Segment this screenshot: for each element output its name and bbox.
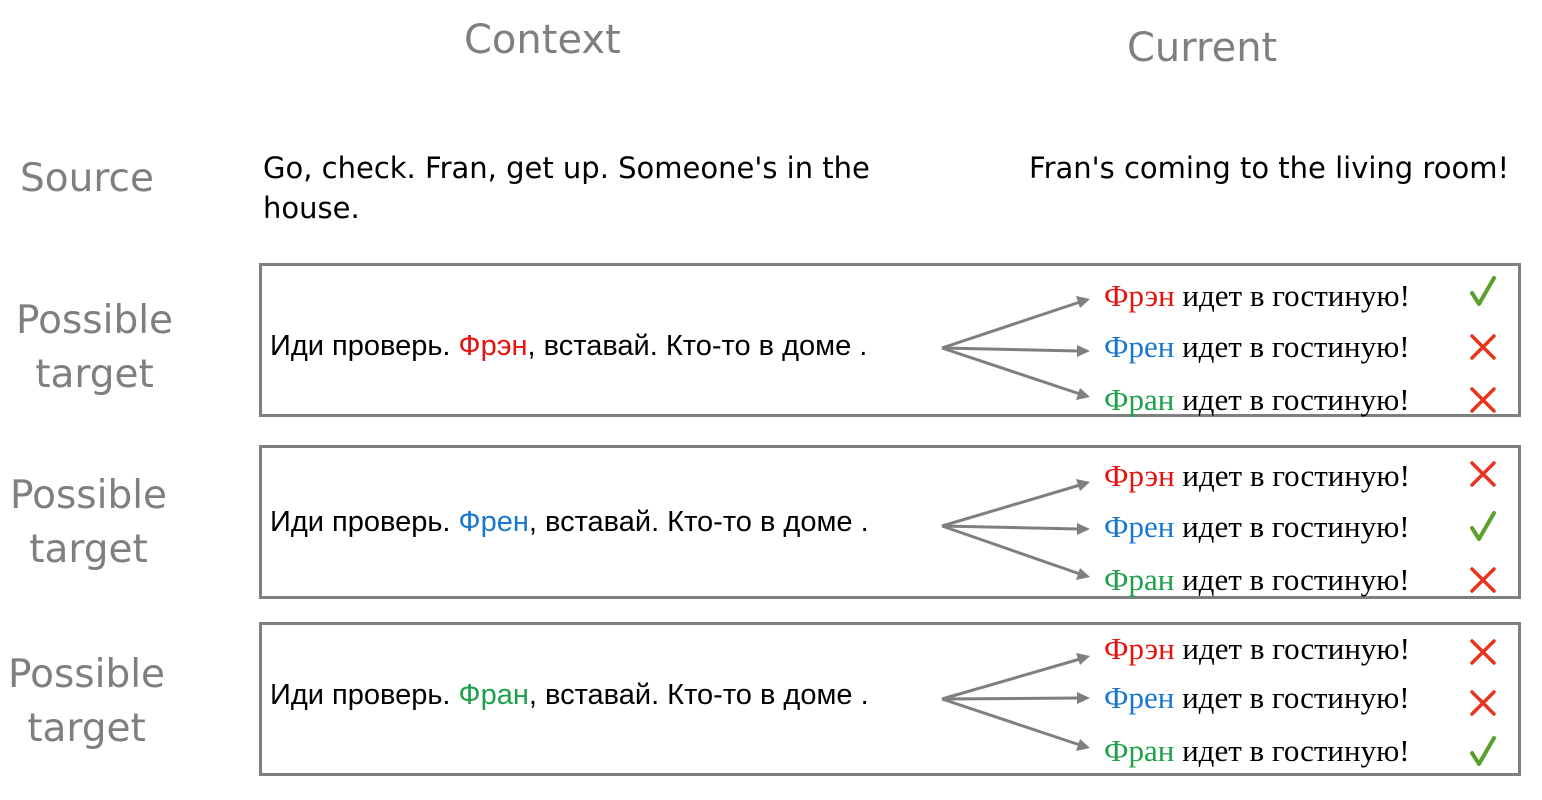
arrow-to-candidate-1 — [941, 479, 1090, 528]
cross-icon — [1470, 639, 1496, 665]
target-box: Иди проверь. Френ, вставай. Кто-то в дом… — [259, 445, 1521, 599]
cross-icon — [1470, 461, 1496, 487]
cross-icon — [1470, 387, 1496, 413]
candidate-2: Френ идет в гостиную! — [1104, 680, 1410, 716]
cross-icon — [1470, 334, 1496, 360]
candidate-name: Френ — [1104, 509, 1175, 544]
candidate-rest: идет в гостиную! — [1174, 733, 1410, 768]
branch-arrows — [941, 653, 1090, 751]
candidate-rest: идет в гостиную! — [1174, 631, 1410, 666]
possible-target-label-line2: target — [27, 706, 146, 751]
candidate-rest: идет в гостиную! — [1174, 458, 1410, 493]
possible-target-label: Possible target — [10, 469, 167, 577]
cross-icon — [1470, 567, 1496, 593]
current-column-header: Current — [1127, 25, 1278, 71]
candidate-1: Фрэн идет в гостиную! — [1104, 458, 1410, 494]
source-context-text: Go, check. Fran, get up. Someone's in th… — [263, 151, 870, 225]
arrow-to-candidate-1 — [941, 296, 1090, 350]
arrow-to-candidate-2 — [941, 523, 1090, 535]
possible-target-label: Possible target — [8, 648, 165, 756]
candidate-rest: идет в гостиную! — [1174, 680, 1410, 715]
candidate-3: Фран идет в гостиную! — [1104, 733, 1410, 769]
check-icon — [1470, 511, 1496, 541]
arrow-to-candidate-3 — [941, 524, 1090, 580]
target-box: Иди проверь. Фран, вставай. Кто-то в дом… — [259, 622, 1521, 776]
possible-target-label-line1: Possible — [10, 473, 168, 518]
candidate-rest: идет в гостиную! — [1174, 562, 1410, 597]
candidate-rest: идет в гостиную! — [1174, 329, 1410, 364]
candidate-3: Фран идет в гостиную! — [1104, 562, 1410, 598]
branch-arrows — [941, 479, 1090, 580]
target-context-sentence: Иди проверь. Френ, вставай. Кто-то в дом… — [270, 504, 869, 540]
arrow-to-candidate-3 — [941, 346, 1090, 400]
possible-target-label-line2: target — [29, 527, 148, 572]
candidate-2: Френ идет в гостиную! — [1104, 329, 1410, 365]
target-context-sentence: Иди проверь. Фрэн, вставай. Кто-то в дом… — [270, 328, 867, 364]
candidate-name: Фрэн — [1104, 631, 1175, 666]
possible-target-label: Possible target — [16, 294, 173, 402]
candidate-name: Френ — [1104, 329, 1175, 364]
context-prefix: Иди проверь. — [270, 330, 459, 362]
possible-target-label-line1: Possible — [8, 652, 166, 697]
candidate-3: Фран идет в гостиную! — [1104, 382, 1410, 418]
candidate-2: Френ идет в гостиную! — [1104, 509, 1410, 545]
candidate-name: Френ — [1104, 680, 1175, 715]
candidate-rest: идет в гостиную! — [1174, 278, 1410, 313]
candidate-1: Фрэн идет в гостиную! — [1104, 631, 1410, 667]
source-current-text: Fran's coming to the living room! — [1029, 151, 1510, 185]
candidate-rest: идет в гостиную! — [1174, 382, 1410, 417]
context-name: Френ — [458, 506, 529, 538]
candidate-name: Фран — [1104, 562, 1175, 597]
context-prefix: Иди проверь. — [270, 506, 459, 538]
context-suffix: , вставай. Кто-то в доме . — [528, 679, 869, 711]
context-suffix: , вставай. Кто-то в доме . — [527, 330, 868, 362]
branch-arrows — [941, 296, 1090, 400]
target-context-sentence: Иди проверь. Фран, вставай. Кто-то в дом… — [270, 677, 869, 713]
possible-target-label-line1: Possible — [16, 298, 174, 343]
context-column-header: Context — [464, 17, 621, 63]
source-row-label: Source — [20, 156, 154, 201]
check-icon — [1470, 736, 1496, 766]
cross-icon — [1470, 690, 1496, 716]
candidate-name: Фран — [1104, 733, 1175, 768]
candidate-rest: идет в гостиную! — [1174, 509, 1410, 544]
arrow-to-candidate-2 — [941, 692, 1090, 704]
candidate-name: Фрэн — [1104, 278, 1175, 313]
context-prefix: Иди проверь. — [270, 679, 459, 711]
target-box: Иди проверь. Фрэн, вставай. Кто-то в дом… — [259, 263, 1521, 417]
context-name: Фран — [458, 679, 529, 711]
arrow-to-candidate-3 — [941, 697, 1090, 751]
arrow-to-candidate-2 — [941, 345, 1090, 357]
possible-target-label-line2: target — [35, 352, 154, 397]
check-icon — [1470, 276, 1496, 306]
candidate-name: Фрэн — [1104, 458, 1175, 493]
arrow-to-candidate-1 — [941, 653, 1090, 701]
context-suffix: , вставай. Кто-то в доме . — [528, 506, 869, 538]
context-name: Фрэн — [458, 330, 528, 362]
candidate-1: Фрэн идет в гостиную! — [1104, 278, 1410, 314]
candidate-name: Фран — [1104, 382, 1175, 417]
